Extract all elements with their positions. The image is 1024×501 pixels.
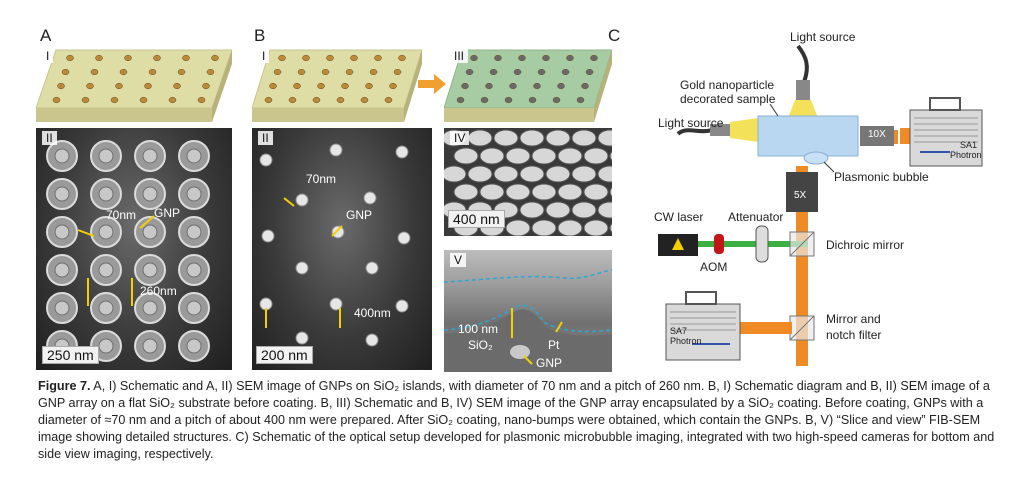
sub-label-b-iii: III (450, 49, 469, 63)
sub-label-b-ii: II (258, 131, 273, 145)
sub-label-a-i: I (42, 49, 54, 63)
arrow-icon (418, 74, 446, 94)
label-sa7: SA7 (670, 326, 688, 336)
label-mirror-2: notch filter (826, 328, 882, 342)
label-aom: AOM (700, 260, 728, 274)
label-dichroic-mirror: Dichroic mirror (826, 238, 904, 252)
label-gold-sample-1: Gold nanoparticle (680, 78, 775, 92)
annotation-100nm-v: 100 nm (458, 322, 499, 336)
label-objective-5x: 5X (794, 190, 807, 201)
annotation-gnp-a: GNP (154, 206, 181, 220)
label-cw-laser: CW laser (654, 210, 704, 224)
label-sa7-photron: Photron (670, 336, 702, 346)
panel-b-ii-sem: II 70nm GNP 400nm 200 nm (252, 128, 432, 370)
panel-b-i-schematic: I (252, 46, 422, 126)
sub-label-b-i: I (258, 49, 270, 63)
panel-c-optical-setup: Light source Gold nanoparticle decorated… (630, 26, 1024, 376)
annotation-sio2-v: SiO₂ (468, 338, 493, 352)
sub-label-b-iv: IV (450, 131, 470, 145)
panel-label-c: C (608, 26, 621, 45)
substrate-schematic-a (36, 49, 232, 122)
label-mirror-1: Mirror and (826, 312, 881, 326)
label-plasmonic-bubble: Plasmonic bubble (834, 170, 929, 184)
attenuator-icon (755, 225, 769, 263)
annotation-pt-v: Pt (548, 338, 560, 352)
annotation-260nm-a: 260nm (140, 284, 177, 298)
annotation-gnp-v: GNP (536, 356, 563, 370)
sub-label-a-ii: II (42, 131, 57, 145)
light-source-top-icon (796, 80, 810, 100)
label-sa1: SA1 (960, 140, 978, 150)
panel-a-i-schematic: I (36, 46, 232, 126)
panel-b-iv-sem: IV 400 nm (444, 128, 612, 236)
camera-sa7-icon (665, 303, 741, 361)
label-attenuator: Attenuator (728, 210, 784, 224)
sample-cuvette (757, 115, 859, 157)
camera-sa1-icon (909, 109, 983, 167)
panel-a-ii-sem: II 70nm GNP 260nm 250 nm (36, 128, 232, 370)
figure-caption: Figure 7. A, I) Schematic and A, II) SEM… (38, 378, 998, 463)
light-source-left-icon (710, 124, 730, 136)
caption-text: A, I) Schematic and A, II) SEM image of … (38, 379, 995, 461)
aom-icon (714, 234, 724, 254)
annotation-400nm-b: 400nm (354, 306, 391, 320)
caption-label: Figure 7. (38, 379, 91, 393)
objective-5x (786, 172, 818, 212)
scale-bar-a: 250 nm (42, 346, 99, 364)
label-light-source-left: Light source (658, 116, 724, 130)
panel-label-a: A (40, 26, 52, 45)
annotation-70nm-a: 70nm (106, 208, 137, 222)
label-objective-10x: 10X (868, 129, 886, 140)
sub-label-b-v: V (450, 253, 467, 267)
panel-b-v-fibsem: V 100 nm SiO₂ Pt GNP (444, 250, 612, 372)
label-gold-sample-2: decorated sample (680, 92, 776, 106)
label-sa1-photron: Photron (950, 150, 982, 160)
panel-label-b: B (254, 26, 266, 45)
annotation-gnp-b: GNP (346, 208, 373, 222)
label-light-source-top: Light source (790, 30, 856, 44)
scale-bar-b: 200 nm (256, 346, 313, 364)
annotation-70nm-b: 70nm (306, 172, 337, 186)
panel-b-iii-schematic: III (444, 46, 612, 126)
objective-10x (860, 126, 894, 146)
scale-bar-b-iv: 400 nm (448, 210, 505, 228)
